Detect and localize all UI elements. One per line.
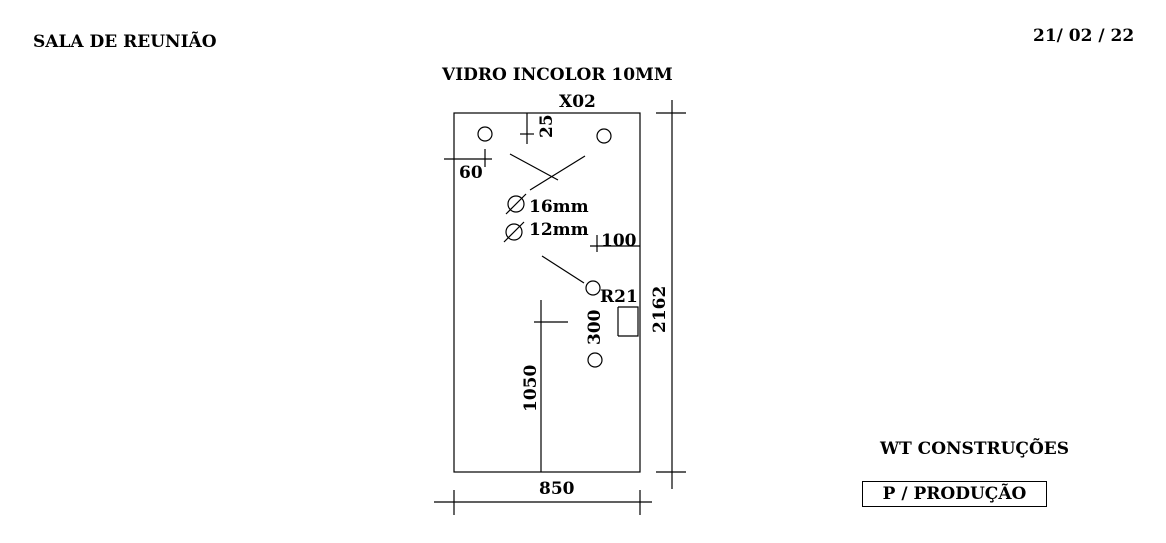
diameter-slash xyxy=(505,193,527,215)
leader-line xyxy=(529,155,586,191)
dim-label-1050: 1050 xyxy=(521,365,541,412)
room-name: SALA DE REUNIÃO xyxy=(33,32,217,52)
radius-detail-box xyxy=(618,306,639,337)
dim-label-width: 850 xyxy=(539,479,575,499)
diameter-symbol xyxy=(505,223,523,241)
leader-line xyxy=(509,153,559,181)
hole-top-left xyxy=(477,126,493,142)
dim-label-height: 2162 xyxy=(650,286,670,333)
glass-code-label: X02 xyxy=(559,92,596,112)
company-name: WT CONSTRUÇÕES xyxy=(880,439,1069,459)
dim-label-25: 25 xyxy=(537,114,557,138)
glass-spec-title: VIDRO INCOLOR 10MM xyxy=(442,65,673,85)
radius-label: R21 xyxy=(600,287,638,307)
glass-panel-outline xyxy=(453,112,641,473)
dim-label-300: 300 xyxy=(585,309,605,345)
dim-label-60: 60 xyxy=(459,163,483,183)
dim-label-100: 100 xyxy=(601,231,637,251)
hole-top-right xyxy=(596,128,612,144)
hole-bottom xyxy=(587,352,603,368)
hole-label-16mm: 16mm xyxy=(529,197,589,217)
hole-label-12mm: 12mm xyxy=(529,220,589,240)
leader-line xyxy=(541,255,585,284)
diameter-symbol xyxy=(507,195,525,213)
diameter-slash xyxy=(503,221,525,243)
production-stamp: P / PRODUÇÃO xyxy=(862,481,1047,507)
hole-middle xyxy=(585,280,601,296)
drawing-date: 21/ 02 / 22 xyxy=(1033,26,1135,46)
